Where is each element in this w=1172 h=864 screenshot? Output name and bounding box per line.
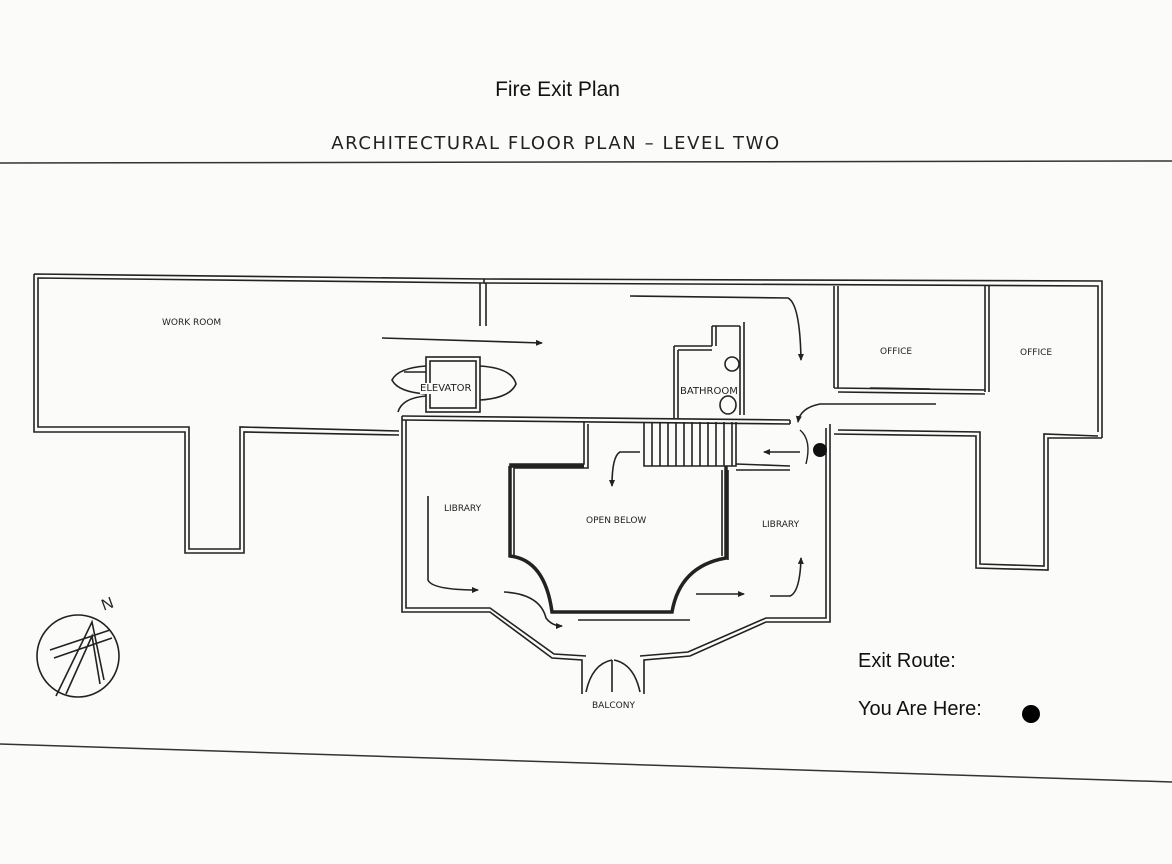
bathroom-walls <box>673 322 745 418</box>
corridor-wall <box>401 415 791 425</box>
page-title: Fire Exit Plan <box>495 78 620 101</box>
work-room-partition <box>479 283 487 326</box>
exit-arrow-top-right <box>629 295 804 361</box>
exit-arrow-office <box>795 403 936 423</box>
balcony-doors <box>585 659 641 693</box>
library-outer-walls <box>401 416 831 694</box>
office-door-gap <box>869 387 931 390</box>
library-label-left: LIBRARY <box>444 504 482 514</box>
stairs <box>643 422 737 467</box>
elevator-label: ELEVATOR <box>420 383 472 394</box>
office-left-walls <box>833 286 986 395</box>
open-below-outline <box>508 464 728 614</box>
exit-arrow-library-left <box>427 496 479 593</box>
bathroom-label: BATHROOM <box>680 386 738 397</box>
you-are-here-marker <box>813 443 827 457</box>
work-room-label: WORK ROOM <box>162 318 222 328</box>
elevator-door-left <box>391 365 427 413</box>
office-right-divider <box>984 286 990 392</box>
sink-icon <box>719 395 737 415</box>
toilet-icon <box>724 356 740 372</box>
plan-subtitle: ARCHITECTURAL FLOOR PLAN – LEVEL TWO <box>331 133 781 154</box>
exit-arrow-library-right-up <box>770 557 804 597</box>
bottom-rule <box>0 743 1172 783</box>
compass-rose <box>36 614 120 698</box>
top-wall <box>483 278 1103 438</box>
open-below-label: OPEN BELOW <box>586 516 647 526</box>
exit-arrow-library-mid <box>503 591 563 629</box>
top-rule <box>0 160 1172 164</box>
library-partition <box>509 422 589 556</box>
library-label-right: LIBRARY <box>762 520 800 530</box>
elevator-door-right <box>479 365 517 401</box>
office-label-right: OFFICE <box>1020 348 1053 358</box>
exit-arrow-work-room <box>381 337 543 346</box>
legend-exit-route-label: Exit Route: <box>858 650 956 672</box>
exit-arrow-stairs-down <box>609 451 640 487</box>
work-room-walls <box>33 273 485 554</box>
legend-you-are-here-label: You Are Here: <box>858 698 982 720</box>
office-label-left: OFFICE <box>880 347 913 357</box>
legend-marker-dot <box>1022 705 1040 723</box>
office-wing-lower <box>833 429 1102 571</box>
balcony-label: BALCONY <box>592 701 635 711</box>
